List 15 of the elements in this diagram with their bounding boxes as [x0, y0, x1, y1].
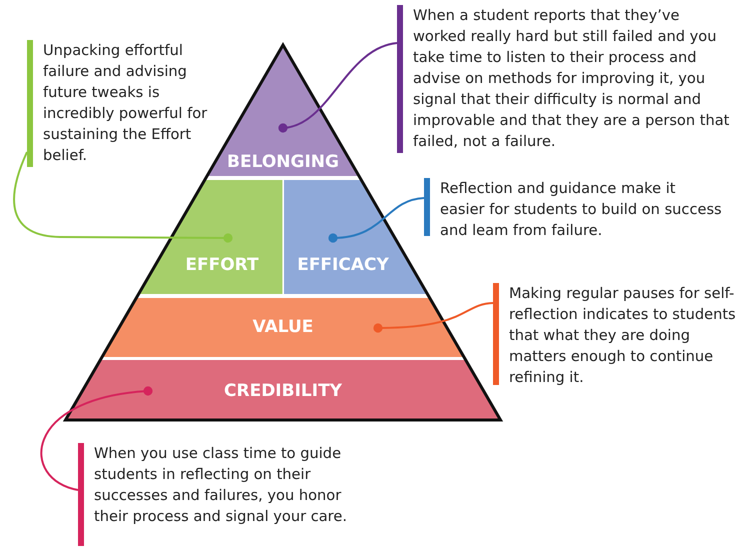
leader-line: [40, 386, 153, 491]
tier-label: BELONGING: [227, 152, 339, 172]
tier-label: EFFICACY: [297, 255, 389, 275]
leader-line: [328, 197, 424, 243]
tier-label: CREDIBILITY: [224, 381, 342, 401]
tier-label: VALUE: [252, 317, 314, 337]
callout-text: When you use class time to guide students in reflecting on their successes and failures, you honor their process and signal your care.: [94, 444, 348, 527]
callout-text: Reflection and guidance make it easier for students to build on success and leam from failure.: [440, 179, 723, 241]
tier-label: EFFORT: [185, 255, 259, 275]
leader-line: [13, 152, 233, 243]
callout-text: Unpacking effortful failure and advising future tweaks is incredibly powerful for sustaining the Effort belief.: [43, 41, 208, 166]
callout-text: When a student reports that they’ve worked really hard but still failed and you take time to listen to their process and advise on methods for improving it, you signal that their difficulty is normal and improvable and that they are a person that failed, not a failure.: [413, 6, 730, 152]
leader-line: [373, 302, 494, 333]
callout-text: Making regular pauses for self-reflection indicates to students that what they are doing matters enough to continue refining it.: [509, 284, 737, 388]
leader-line: [278, 42, 398, 133]
